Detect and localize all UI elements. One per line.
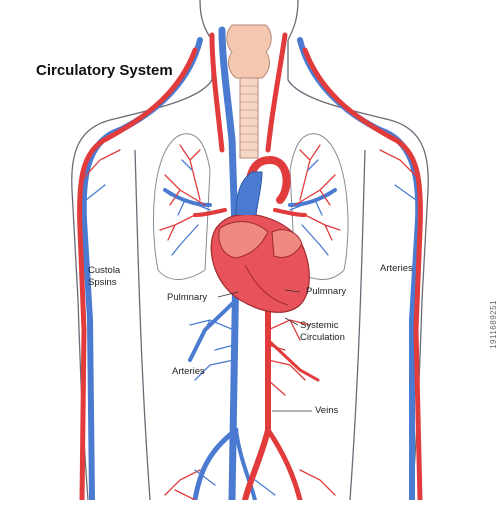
label-pulmonary-right: Pulmnary (306, 286, 347, 297)
diagram-title: Circulatory System (36, 62, 173, 79)
label-systemic-line2: Circulation (300, 332, 345, 343)
label-arteries-right: Arteries (380, 263, 413, 274)
label-veins: Veins (315, 405, 339, 416)
arteries (77, 32, 423, 503)
heart (210, 171, 310, 313)
trachea (226, 24, 272, 159)
label-left-upper-line1: Custola (88, 265, 121, 276)
label-left-upper-line2: Spsins (88, 277, 117, 288)
stock-id: 1911689251 (489, 300, 498, 349)
label-systemic-circulation: Systemic Circulation (300, 320, 345, 344)
lung-branches (159, 144, 341, 256)
leader-lines (217, 289, 312, 412)
label-left-upper: Custola Spsins (88, 265, 120, 289)
label-arteries-left: Arteries (172, 366, 205, 377)
label-systemic-line1: Systemic (300, 320, 339, 331)
abdominal-branches (81, 149, 421, 501)
label-pulmonary-left: Pulmnary (167, 292, 208, 303)
